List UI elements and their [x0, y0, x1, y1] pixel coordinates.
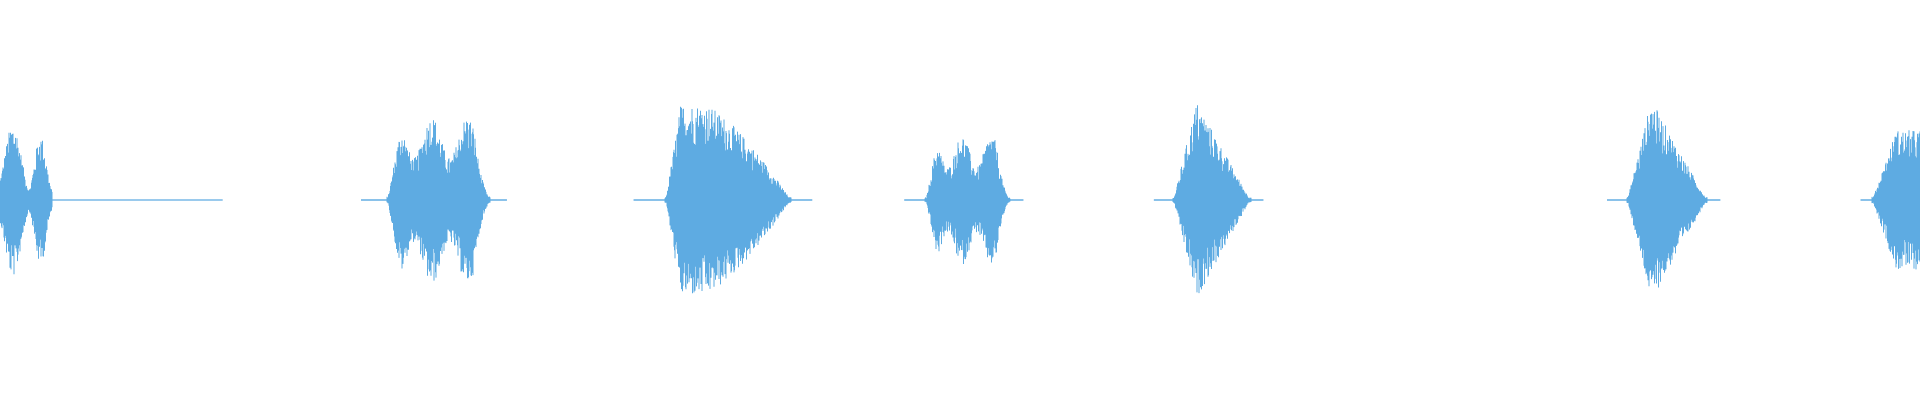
- audio-clip-1[interactable]: [0, 132, 53, 275]
- audio-clip-6[interactable]: [1607, 110, 1721, 288]
- waveform-peaks-4: [924, 139, 1011, 264]
- audio-clip-2[interactable]: [361, 120, 507, 281]
- waveform-peaks-6: [1626, 110, 1708, 288]
- audio-clip-7[interactable]: [1860, 130, 1920, 270]
- audio-clip-5[interactable]: [1153, 105, 1264, 294]
- audio-clip-3[interactable]: [633, 106, 813, 294]
- waveform-peaks-1: [0, 132, 53, 275]
- audio-clip-4[interactable]: [904, 139, 1024, 264]
- audio-clips-layer: [0, 105, 1920, 294]
- waveform-peaks-5: [1172, 105, 1252, 294]
